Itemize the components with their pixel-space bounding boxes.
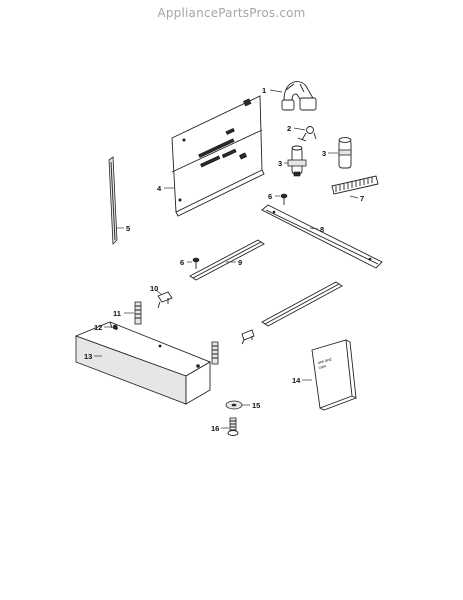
part-12-screw[interactable] (112, 324, 118, 330)
callout-13: 13 (84, 352, 92, 361)
callout-8: 8 (320, 225, 324, 234)
callout-5: 5 (126, 224, 130, 233)
part-7-comb-bracket[interactable] (331, 175, 379, 195)
callout-3-left: 3 (278, 159, 282, 168)
part-14-use-and-care-book[interactable]: use and care (311, 339, 357, 411)
part-1-drain-hose[interactable] (281, 81, 317, 111)
callout-15: 15 (252, 401, 260, 410)
callout-4: 4 (157, 184, 162, 193)
callout-11: 11 (113, 309, 121, 318)
book-cover-line2: care (318, 363, 328, 370)
rail-clip[interactable] (241, 329, 255, 345)
callout-6-lower: 6 (180, 258, 184, 267)
callout-2: 2 (287, 124, 291, 133)
callout-3-right: 3 (322, 149, 326, 158)
part-15-washer[interactable] (225, 400, 243, 410)
part-16-leveling-leg[interactable] (227, 417, 239, 436)
callout-9: 9 (238, 258, 242, 267)
callout-7: 7 (360, 194, 364, 203)
spring-strip-right[interactable] (211, 341, 219, 365)
callout-12: 12 (94, 323, 102, 332)
callout-14: 14 (292, 376, 301, 385)
part-2-clip[interactable] (297, 126, 317, 142)
part-3-connector-left[interactable] (287, 145, 307, 177)
callout-1: 1 (262, 86, 266, 95)
part-9-middle-rail[interactable] (189, 239, 265, 281)
callout-6-upper: 6 (268, 192, 272, 201)
part-13-kickplate[interactable] (74, 321, 212, 405)
part-5-side-strip[interactable] (108, 156, 118, 245)
lower-rail[interactable] (261, 281, 343, 327)
part-10-bracket-clip[interactable] (157, 291, 173, 309)
part-6-screw-lower[interactable] (192, 257, 200, 269)
part-11-spring-strip[interactable] (134, 301, 142, 325)
part-4-back-panel[interactable] (171, 95, 265, 217)
callout-10: 10 (150, 284, 158, 293)
book-cover-line1: use and (317, 356, 332, 365)
callout-16: 16 (211, 424, 219, 433)
part-3-connector-right[interactable] (338, 137, 352, 169)
part-8-upper-rail[interactable] (261, 204, 383, 269)
part-6-screw-upper[interactable] (280, 193, 288, 205)
watermark: AppliancePartsPros.com (157, 6, 306, 20)
